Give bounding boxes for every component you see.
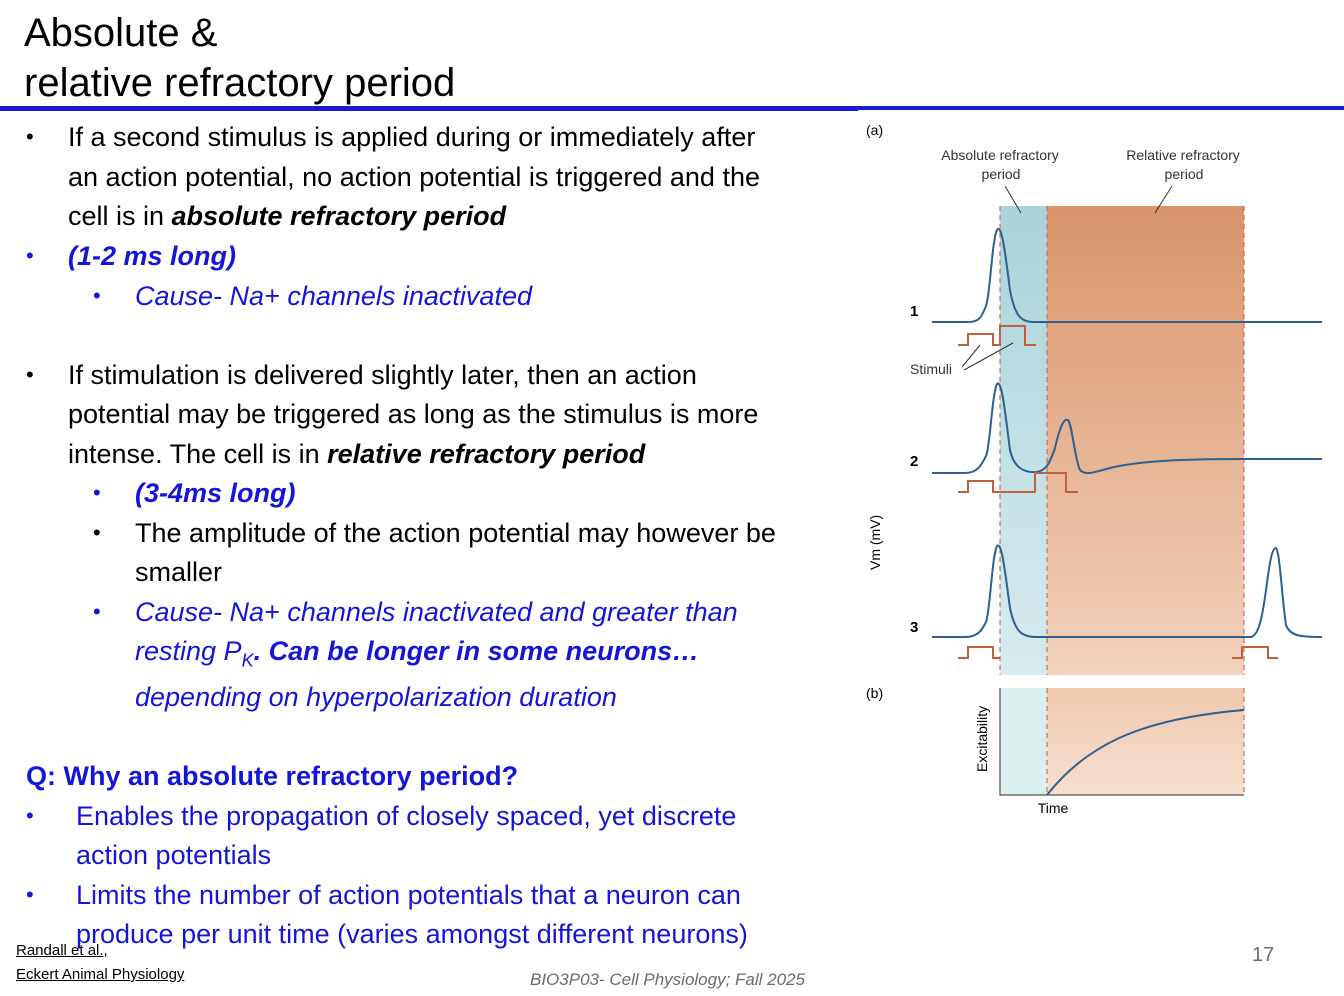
citation-line-1: Randall et al., (16, 942, 108, 959)
relative-zone-b (1047, 688, 1244, 795)
bullet: • (26, 243, 34, 268)
absolute-zone (1000, 206, 1047, 675)
stimuli-label: Stimuli (910, 361, 952, 377)
answer-line: Enables the propagation of closely space… (76, 801, 737, 831)
trace-2-label: 2 (910, 453, 918, 470)
text-line: If a second stimulus is applied during o… (68, 122, 756, 152)
cause-relative-line2: resting PK. Can be longer in some neuron… (135, 636, 700, 671)
excitability-axis-label: Excitability (974, 706, 990, 772)
panel-b-label: (b) (866, 685, 883, 701)
question-heading: Q: Why an absolute refractory period? (26, 761, 519, 791)
bullet: • (26, 124, 34, 149)
bullet: • (26, 882, 34, 907)
relative-label-2: period (1165, 166, 1204, 182)
text-line: potential may be triggered as long as th… (68, 399, 759, 429)
title-divider-thin (0, 110, 858, 111)
course-footer: BIO3P03- Cell Physiology; Fall 2025 (530, 970, 805, 989)
cause-relative: Cause- Na+ channels inactivated and grea… (135, 597, 738, 627)
stimulus-2 (958, 472, 1078, 493)
bullet: • (93, 520, 101, 545)
absolute-label: Absolute refractory (941, 147, 1059, 163)
page-title: Absolute & relative refractory period (24, 8, 455, 108)
text-line: If stimulation is delivered slightly lat… (68, 360, 697, 390)
cause-relative-line3: depending on hyperpolarization duration (135, 682, 617, 712)
citation-line-2[interactable]: Eckert Animal Physiology (16, 966, 185, 983)
text-line: smaller (135, 557, 223, 587)
text-line: The amplitude of the action potential ma… (135, 518, 776, 548)
page-number: 17 (1252, 944, 1275, 966)
relative-zone (1047, 206, 1244, 675)
title-line-1: Absolute & (24, 11, 218, 55)
stimulus-3 (958, 646, 1000, 659)
answer-line: Limits the number of action potentials t… (76, 880, 741, 910)
trace-3 (932, 544, 1323, 638)
bullet: • (26, 362, 34, 387)
trace-1 (932, 227, 1322, 323)
bullet: • (93, 480, 101, 505)
trace-3-label: 3 (910, 619, 918, 636)
absolute-zone-b (1000, 688, 1047, 795)
bullet: • (26, 803, 34, 828)
title-line-2: relative refractory period (24, 61, 456, 105)
trace-2 (932, 382, 1322, 475)
text-line: cell is in absolute refractory period (68, 201, 507, 231)
excitability-curve (1046, 709, 1245, 796)
title-divider (0, 106, 1344, 110)
relative-label: Relative refractory (1126, 147, 1240, 163)
stimulus-3-late (1232, 646, 1278, 659)
term-relative: relative refractory period (327, 439, 646, 469)
stimulus-1 (958, 325, 1036, 346)
bullet: • (93, 599, 101, 624)
cause-absolute: Cause- Na+ channels inactivated (135, 281, 532, 311)
answer-line: action potentials (76, 840, 272, 870)
absolute-label-2: period (982, 166, 1021, 182)
vm-axis-label: Vm (mV) (867, 515, 883, 570)
text-line: an action potential, no action potential… (68, 162, 760, 192)
text-line: intense. The cell is in relative refract… (68, 439, 646, 469)
panel-a-label: (a) (866, 122, 883, 138)
bullet: • (93, 283, 101, 308)
time-axis-label: Time (1038, 800, 1069, 816)
term-absolute: absolute refractory period (171, 201, 507, 231)
refractory-figure: (a) (b) Absolute refractory period Relat… (866, 122, 1323, 816)
duration-absolute: (1-2 ms long) (68, 241, 237, 271)
duration-relative: (3-4ms long) (135, 478, 296, 508)
answer-line: produce per unit time (varies amongst di… (76, 919, 748, 949)
trace-1-label: 1 (910, 303, 918, 320)
